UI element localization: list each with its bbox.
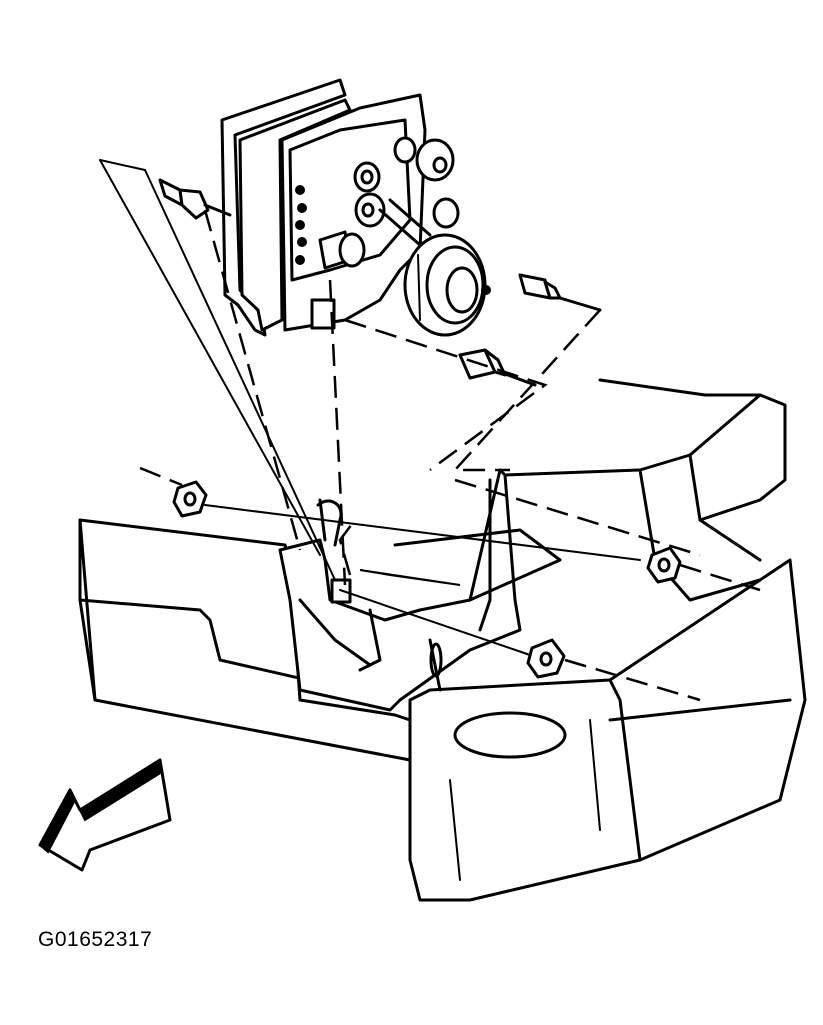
- nut-right: [646, 546, 682, 584]
- stud-upper-left: [158, 178, 232, 220]
- brake-line-ports: [318, 136, 460, 270]
- pump-motor: [378, 198, 491, 337]
- abs-modulator-module: [220, 78, 491, 337]
- alignment-lines: [99, 159, 761, 702]
- front-direction-arrow: [38, 758, 172, 872]
- stud-lower: [458, 348, 537, 387]
- stud-right: [518, 273, 602, 312]
- figure-code: G01652317: [38, 928, 153, 951]
- valve-port-holes: [295, 185, 307, 265]
- mounting-nuts: [172, 480, 682, 679]
- mounting-bracket: [278, 468, 562, 712]
- nut-left: [172, 480, 208, 518]
- nut-center: [526, 638, 566, 679]
- mounting-studs: [158, 178, 602, 387]
